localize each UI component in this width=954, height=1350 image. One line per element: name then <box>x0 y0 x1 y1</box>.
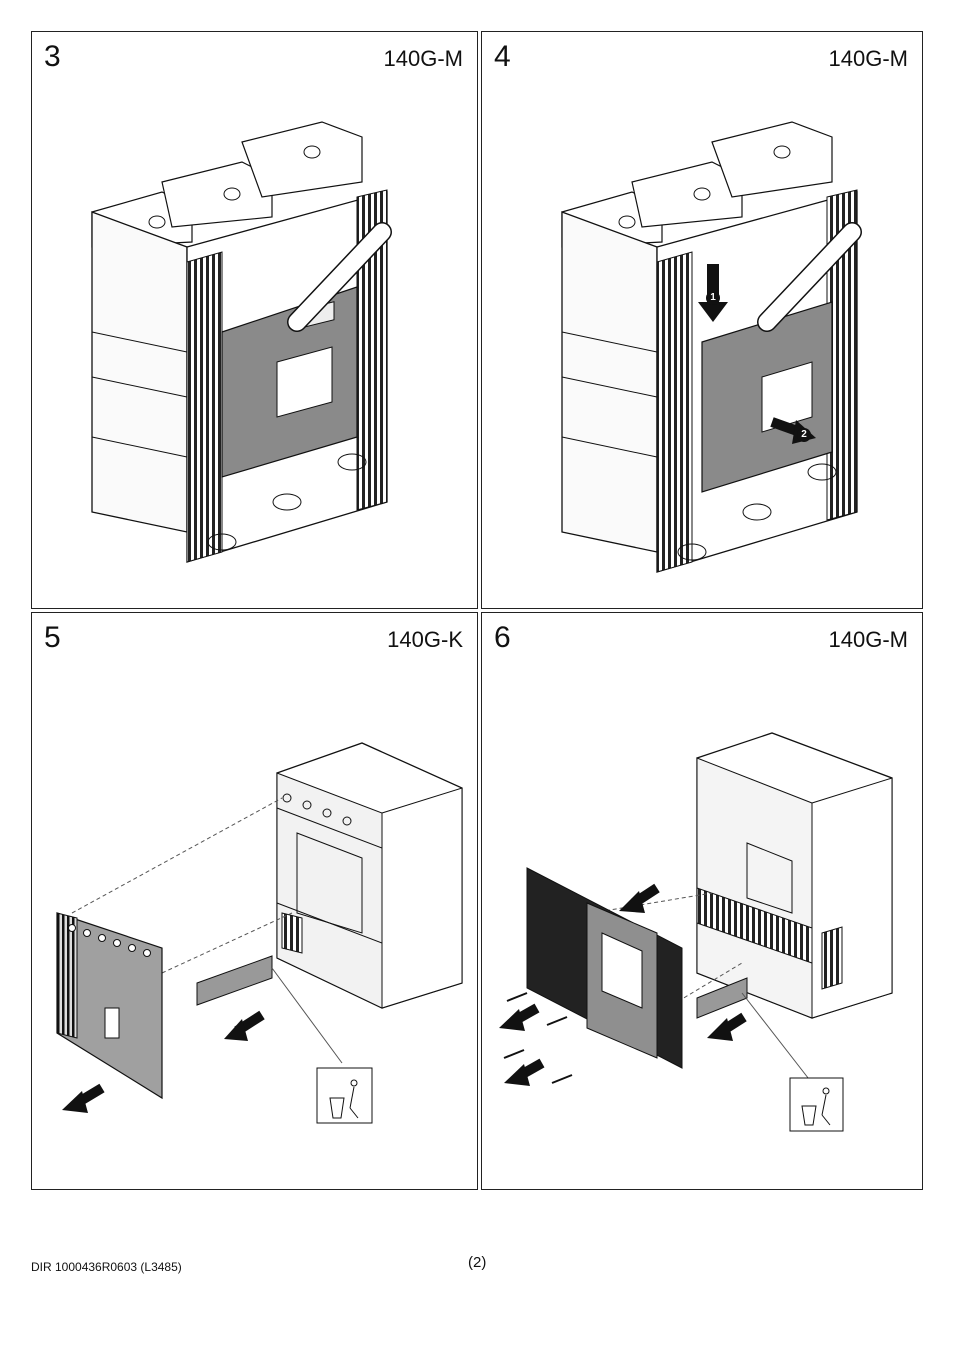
circuit-breaker-icon <box>499 732 893 1132</box>
step-number: 3 <box>44 40 61 73</box>
circuit-breaker-icon <box>56 742 463 1124</box>
arrow-icon <box>499 1003 540 1031</box>
step-panel-3: 3 140G-M <box>31 31 478 609</box>
screw-icon <box>551 1074 573 1084</box>
circuit-breaker-icon <box>91 121 392 563</box>
screw-icon <box>503 1049 525 1059</box>
arrow-icon <box>707 1012 747 1041</box>
callout-1: 1 <box>706 291 720 305</box>
model-label: 140G-K <box>387 627 463 652</box>
step-panel-5: 5 140G-K <box>31 612 478 1190</box>
callout-2: 2 <box>797 428 811 442</box>
trash-bin-icon <box>789 1077 844 1132</box>
arrow-icon <box>504 1058 545 1086</box>
trash-bin-icon <box>316 1067 373 1124</box>
arrow-icon <box>224 1010 265 1041</box>
circuit-breaker-icon <box>561 121 862 573</box>
screw-icon <box>506 992 528 1002</box>
step-number: 5 <box>44 621 61 654</box>
step-number: 4 <box>494 40 511 73</box>
arrow-icon <box>619 883 660 913</box>
arrow-icon <box>62 1083 105 1113</box>
step-panel-4: 4 140G-M 1 2 <box>481 31 923 609</box>
page-number: (2) <box>468 1254 487 1271</box>
step-number: 6 <box>494 621 511 654</box>
document-id: DIR 1000436R0603 (L3485) <box>31 1260 182 1274</box>
model-label: 140G-M <box>828 46 908 71</box>
step-panel-6: 6 140G-M <box>481 612 923 1190</box>
model-label: 140G-M <box>383 46 463 71</box>
screw-icon <box>546 1016 568 1026</box>
model-label: 140G-M <box>828 627 908 652</box>
